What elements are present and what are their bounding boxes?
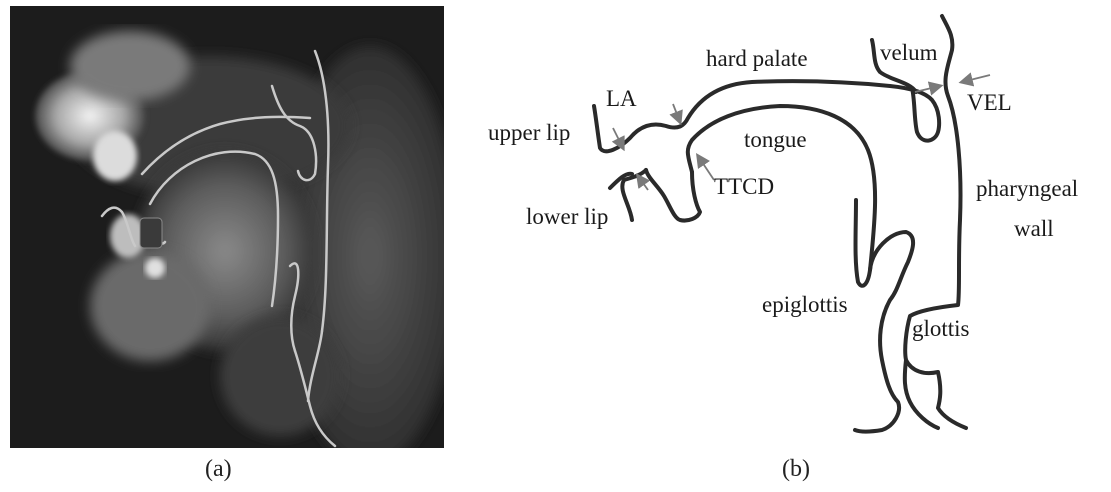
label-epiglottis: epiglottis [762,292,848,317]
label-tongue: tongue [744,127,807,152]
vocal-tract-svg: hard palate velum LA VEL upper lip tongu… [470,0,1090,450]
label-hard-palate: hard palate [706,46,808,71]
label-ttcd: TTCD [714,174,774,199]
label-pharyngeal: pharyngeal [976,176,1078,201]
label-wall: wall [1014,216,1054,241]
epiglottis-outline [855,232,913,432]
label-velum: velum [880,40,938,65]
lower-lip-arrow [638,176,648,190]
mri-image-panel [10,6,444,448]
label-lower-lip: lower lip [526,204,608,229]
pharyngeal-wall-outline [905,16,966,428]
lower-lip-outline [622,170,646,220]
la-arrow [613,128,623,148]
mri-image [10,6,444,448]
vocal-tract-diagram: hard palate velum LA VEL upper lip tongu… [470,0,1090,450]
label-vel: VEL [967,90,1012,115]
tongue-front-outline [646,170,700,221]
la-arrow-upper [673,104,680,122]
label-glottis: glottis [912,316,970,341]
label-upper-lip: upper lip [488,120,570,145]
label-la: LA [606,86,637,111]
caption-a: (a) [205,456,232,483]
vel-arrow-right [962,75,990,82]
caption-b: (b) [782,456,810,483]
ttcd-arrow [698,156,714,180]
vel-arrow-left [915,86,940,92]
